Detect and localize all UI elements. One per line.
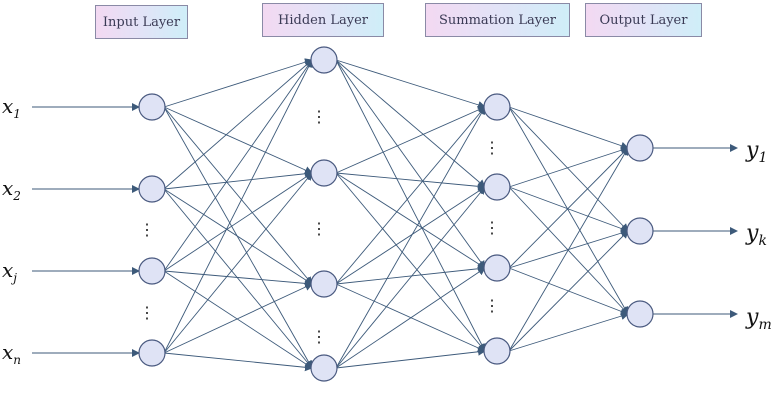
hidden-node xyxy=(310,46,338,74)
summation-output-edge xyxy=(508,312,629,352)
output-layer-label: Output Layer xyxy=(585,3,702,37)
summation-node xyxy=(483,93,511,121)
input-hidden-edge xyxy=(163,106,313,174)
input-hidden-edge xyxy=(163,283,313,354)
hidden-layer-label: Hidden Layer xyxy=(262,3,384,37)
hidden-summation-edge xyxy=(335,172,486,352)
ellipsis-mark: ⋮ xyxy=(311,107,327,126)
ellipsis-mark: ⋮ xyxy=(139,220,155,239)
ellipsis-mark: ⋮ xyxy=(311,327,327,346)
summation-output-edge xyxy=(508,230,629,352)
ellipsis-marks: ⋮ ⋮ ⋮ ⋮ ⋮ ⋮ ⋮ ⋮ xyxy=(139,107,500,346)
hidden-summation-edge xyxy=(335,267,486,369)
input-layer-label: Input Layer xyxy=(95,5,188,39)
input-node xyxy=(138,93,166,121)
hidden-summation-edge xyxy=(335,59,486,269)
output-node xyxy=(626,134,654,162)
hidden-summation-edge xyxy=(335,172,486,191)
ellipsis-mark: ⋮ xyxy=(484,296,500,315)
ellipsis-mark: ⋮ xyxy=(484,138,500,157)
input-hidden-edge xyxy=(163,270,313,369)
input-hidden-edge xyxy=(163,188,313,285)
input-hidden-edge xyxy=(163,59,313,272)
summation-node xyxy=(483,173,511,201)
hidden-node xyxy=(310,270,338,298)
input-label: xj xyxy=(2,258,17,285)
nodes xyxy=(138,46,654,382)
input-hidden-edge xyxy=(163,270,313,288)
input-hidden-edge xyxy=(163,172,313,354)
input-hidden-edge xyxy=(163,58,313,108)
hidden-summation-edge xyxy=(335,59,486,109)
input-label: xn xyxy=(2,340,21,367)
output-node xyxy=(626,217,654,245)
hidden-summation-edge xyxy=(335,106,486,285)
summation-output-edge xyxy=(508,186,629,233)
hidden-summation-edge xyxy=(335,186,486,285)
input-hidden-edge xyxy=(163,59,313,354)
input-hidden-edge xyxy=(163,172,313,272)
summation-output-edge xyxy=(508,146,629,188)
hidden-summation-edge xyxy=(335,106,486,369)
hidden-summation-edge xyxy=(335,106,486,174)
hidden-summation-edge xyxy=(335,264,486,285)
input-hidden-edge xyxy=(163,352,313,372)
input-hidden-edge xyxy=(163,59,313,190)
summation-layer-label: Summation Layer xyxy=(425,3,570,37)
hidden-node xyxy=(310,354,338,382)
summation-output-edge xyxy=(508,106,629,232)
hidden-summation-edge xyxy=(335,347,486,369)
input-node xyxy=(138,257,166,285)
io-labels: x1 x2 xj xn y1 yk ym xyxy=(2,94,772,367)
input-label: x1 xyxy=(2,94,21,121)
output-label: ym xyxy=(745,305,772,333)
hidden-summation-edge xyxy=(335,172,486,269)
summation-output-edge xyxy=(508,106,629,150)
input-hidden-edge xyxy=(163,106,313,369)
ellipsis-mark: ⋮ xyxy=(139,303,155,322)
summation-node xyxy=(483,254,511,282)
summation-node xyxy=(483,337,511,365)
summation-output-edge xyxy=(508,147,629,352)
input-node xyxy=(138,175,166,203)
edges xyxy=(163,58,629,372)
input-label: x2 xyxy=(2,176,21,203)
hidden-node xyxy=(310,159,338,187)
output-label: yk xyxy=(745,221,767,249)
output-label: y1 xyxy=(745,138,767,166)
input-hidden-edge xyxy=(163,188,313,369)
io-edges xyxy=(32,103,738,357)
summation-output-edge xyxy=(508,147,629,269)
hidden-summation-edge xyxy=(335,59,486,188)
ellipsis-mark: ⋮ xyxy=(311,219,327,238)
ellipsis-mark: ⋮ xyxy=(484,218,500,237)
output-node xyxy=(626,300,654,328)
summation-output-edge xyxy=(508,186,629,315)
summation-output-edge xyxy=(508,106,629,315)
input-hidden-edge xyxy=(163,169,313,190)
hidden-summation-edge xyxy=(335,59,486,352)
hidden-summation-edge xyxy=(335,186,486,369)
input-node xyxy=(138,339,166,367)
input-hidden-edge xyxy=(163,106,313,285)
